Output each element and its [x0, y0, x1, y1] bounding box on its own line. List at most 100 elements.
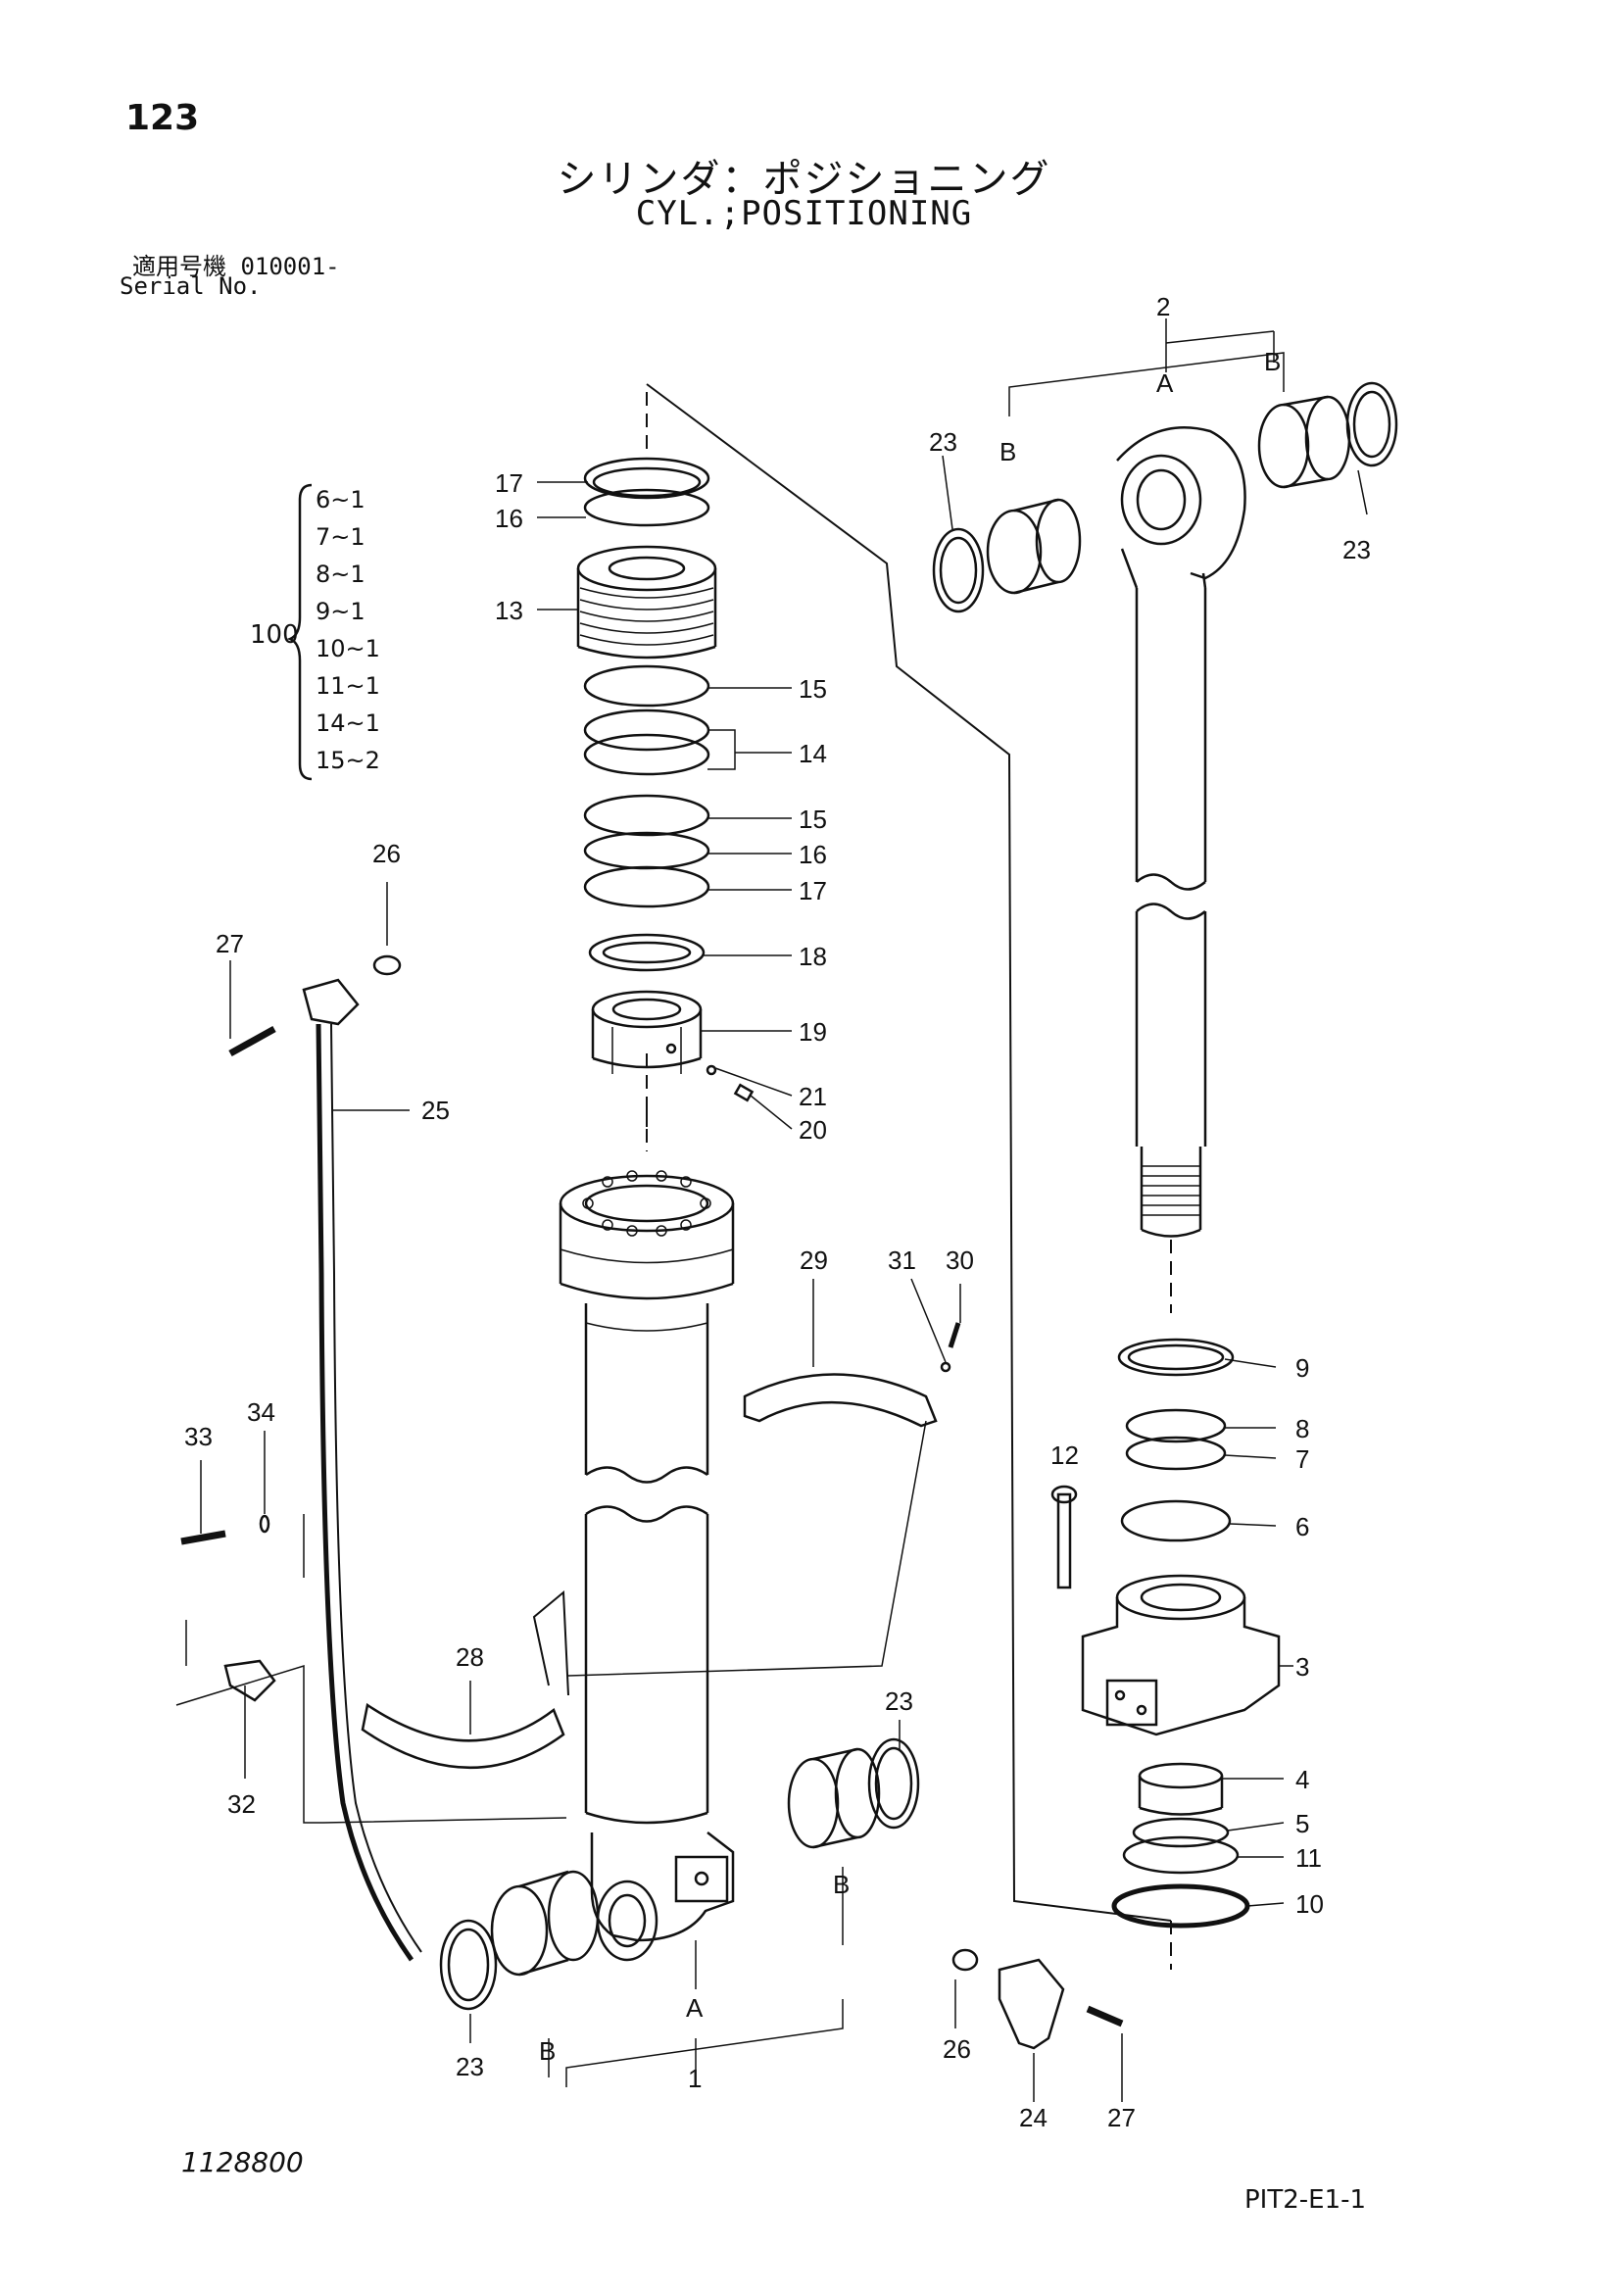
- drawing-number: 1128800: [181, 2146, 304, 2178]
- callout: A: [686, 1993, 704, 2023]
- callout: 25: [421, 1096, 450, 1125]
- callout: 29: [800, 1246, 828, 1275]
- boundary-line-lower: [532, 1589, 569, 1696]
- callout: 12: [1050, 1441, 1079, 1470]
- callout: A: [1156, 368, 1174, 398]
- ring-8: [1125, 1408, 1227, 1443]
- bushing-B-bot-left: [490, 1884, 549, 1977]
- callout: 34: [247, 1397, 275, 1427]
- callout: 15: [799, 674, 827, 704]
- callout: 3: [1295, 1652, 1309, 1682]
- callout: 27: [216, 929, 244, 958]
- sheet-code: PIT2-E1-1: [1244, 2185, 1367, 2215]
- callout: B: [1264, 347, 1281, 376]
- callout: 18: [799, 942, 827, 971]
- hose-25-inner: [330, 1023, 422, 1953]
- oring-26-bot: [951, 1948, 979, 1972]
- nut: [591, 990, 703, 1074]
- callout: 21: [799, 1082, 827, 1111]
- rod-eye: [1116, 426, 1246, 589]
- callout: 28: [456, 1642, 484, 1672]
- seal-23-top-right: [1345, 381, 1398, 467]
- callout: 7: [1295, 1444, 1309, 1474]
- page-number: 123: [125, 98, 200, 138]
- seal-23-top-left: [932, 527, 985, 613]
- callout: 26: [372, 839, 401, 868]
- callout: 2: [1156, 292, 1170, 321]
- ring-16-lower: [583, 831, 710, 870]
- kit-item: 7~1: [316, 523, 365, 551]
- bushing-4: [1138, 1762, 1224, 1789]
- serial-label-en: Serial No.: [120, 272, 262, 300]
- kit-item: 10~1: [316, 635, 380, 662]
- clip-32: [223, 1659, 276, 1702]
- kit-item: 11~1: [316, 672, 380, 700]
- clamp-upper: [743, 1373, 938, 1428]
- shim-18-inner: [602, 941, 692, 964]
- callout: 23: [456, 2052, 484, 2081]
- callout: 16: [799, 840, 827, 869]
- callout: 23: [885, 1686, 913, 1716]
- callout: 4: [1295, 1765, 1309, 1794]
- callout: B: [833, 1870, 850, 1899]
- callout: 15: [799, 805, 827, 834]
- callout-labels: 17 16 13 15 14 15 16 17 18 19 21 20 2 A …: [184, 292, 1371, 2132]
- callout: 5: [1295, 1809, 1309, 1838]
- callout: 1: [688, 2064, 702, 2093]
- callout: 31: [888, 1246, 916, 1275]
- ring-7: [1125, 1436, 1227, 1471]
- serial-value: 010001-: [240, 253, 340, 280]
- title-japanese: シリンダ：ポジショニング: [557, 157, 1051, 202]
- seal-23-bot-left-inner: [447, 1928, 490, 2002]
- shim-18: [588, 933, 706, 972]
- piston: [576, 545, 717, 659]
- bolt-30: [948, 1322, 961, 1348]
- seal-17-top-inner: [592, 466, 702, 498]
- kit-item: 6~1: [316, 486, 365, 513]
- seal-23-bot-left: [439, 1919, 498, 2011]
- elbow-top: [302, 978, 360, 1026]
- ring-6: [1120, 1499, 1232, 1542]
- callout: 13: [495, 596, 523, 625]
- bushing-B-bot-right: [787, 1757, 840, 1849]
- cylinder-tube: [584, 1505, 735, 1962]
- ring-5: [1132, 1817, 1230, 1848]
- hose-25: [316, 1023, 414, 1962]
- callout: 19: [799, 1017, 827, 1047]
- callout: B: [999, 437, 1016, 466]
- oring-10: [1111, 1883, 1250, 1929]
- title-english: CYL.;POSITIONING: [635, 194, 973, 233]
- callout: 16: [495, 504, 523, 533]
- callout: 10: [1295, 1889, 1324, 1919]
- leader-lines: [175, 318, 1368, 2102]
- ring-11: [1122, 1835, 1240, 1875]
- bolt-33: [180, 1530, 226, 1545]
- callout: B: [539, 2036, 556, 2066]
- bolt-holes: [582, 1170, 711, 1237]
- bolt-27-bot: [1086, 2005, 1124, 2027]
- serial-label-jp: 適用号機: [132, 253, 226, 280]
- ring-14-a: [583, 708, 710, 752]
- callout: 11: [1295, 1843, 1322, 1873]
- callout: 9: [1295, 1353, 1309, 1383]
- callout: 8: [1295, 1414, 1309, 1443]
- callout: 20: [799, 1115, 827, 1145]
- callout: 17: [495, 468, 523, 498]
- ring-15-upper: [583, 664, 710, 708]
- ring-9: [1117, 1338, 1235, 1377]
- bolt-12: [1056, 1492, 1072, 1589]
- oring-26-top: [372, 954, 402, 976]
- fitting-24: [998, 1958, 1065, 2050]
- boundary-line: [646, 383, 1172, 1922]
- ring-17-lower: [583, 865, 710, 908]
- callout: 33: [184, 1422, 213, 1451]
- serial-line: 適用号機 010001-: [132, 247, 340, 281]
- ball-21: [706, 1064, 717, 1076]
- clamp-lower: [361, 1702, 565, 1769]
- callout: 26: [943, 2034, 971, 2064]
- gland: [1081, 1574, 1281, 1736]
- piston-rod: [1135, 588, 1207, 1238]
- callout: 27: [1107, 2103, 1136, 2132]
- ring-14-b: [583, 733, 710, 776]
